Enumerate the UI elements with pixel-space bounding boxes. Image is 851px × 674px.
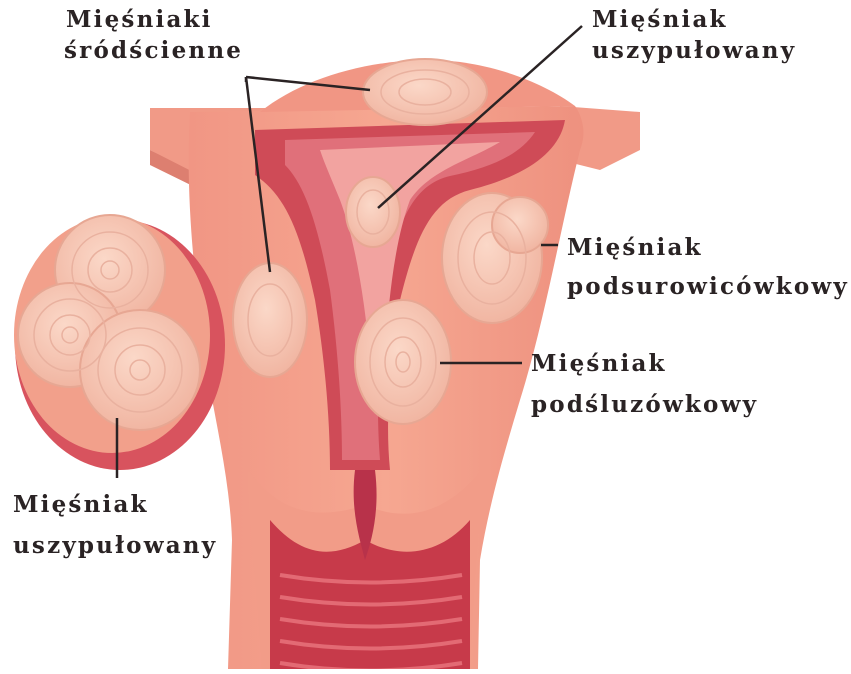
label-pedunculated-left: Mięśniak uszypułowany	[13, 489, 217, 561]
label-submucosal-line1: Mięśniak	[531, 348, 758, 379]
submucosal-fibroid	[355, 300, 451, 424]
label-pedunculated-left-line2: uszypułowany	[13, 530, 217, 561]
intramural-fibroid-left	[233, 263, 307, 377]
label-submucosal: Mięśniak podśluzówkowy	[531, 348, 758, 420]
label-intramural-line2: śródścienne	[64, 35, 243, 66]
label-intramural-line1: Mięśniaki	[66, 4, 243, 35]
fundal-fibroid	[363, 59, 487, 125]
label-submucosal-line2: podśluzówkowy	[531, 389, 758, 420]
label-subserosal-line2: podsurowicówkowy	[567, 271, 849, 302]
label-subserosal-line1: Mięśniak	[567, 232, 849, 263]
label-intramural: Mięśniaki śródścienne	[66, 4, 243, 66]
label-pedunculated-left-line1: Mięśniak	[13, 489, 217, 520]
label-pedunculated-top-line1: Mięśniak	[592, 4, 796, 35]
label-subserosal: Mięśniak podsurowicówkowy	[567, 232, 849, 302]
label-pedunculated-top: Mięśniak uszypułowany	[592, 4, 796, 66]
label-pedunculated-top-line2: uszypułowany	[592, 35, 796, 66]
